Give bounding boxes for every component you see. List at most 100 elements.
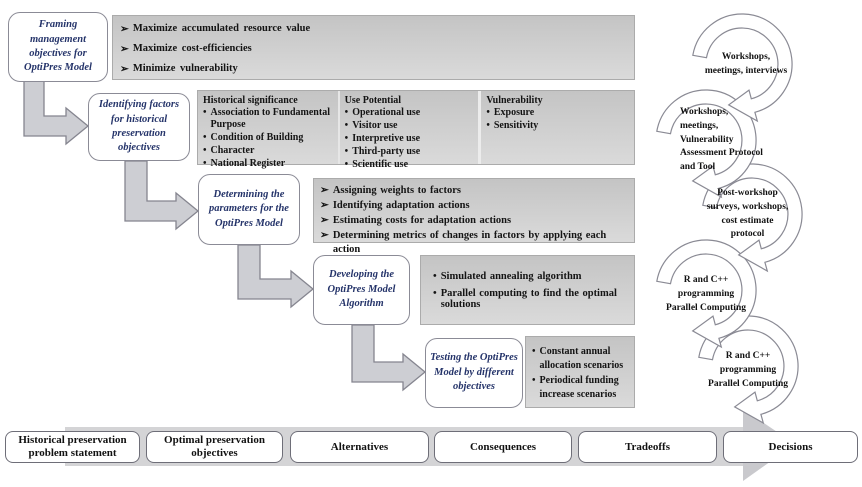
dot-bullet-icon: •	[344, 133, 349, 144]
bullet-item: •Sensitivity	[486, 120, 632, 132]
bullet-text: Sensitivity	[493, 120, 539, 131]
bullet-text: Identifying adaptation actions	[332, 200, 470, 212]
bullet-item: ➢Determining metrics of changes in facto…	[320, 229, 630, 255]
bullet-text: Estimating costs for adaptation actions	[332, 215, 512, 227]
step-label: Historical preservation problem statemen…	[18, 434, 127, 459]
bullet-text: Maximize accumulated resource value	[132, 23, 311, 34]
step-label: Alternatives	[330, 440, 389, 453]
bullet-text: Assigning weights to factors	[332, 185, 461, 196]
bullet-text: Character	[210, 145, 255, 156]
elbow-arrow-3-icon	[237, 244, 315, 309]
dot-bullet-icon: •	[203, 158, 207, 169]
step-label: Consequences	[469, 440, 536, 453]
arrow-bullet-icon: ➢	[320, 185, 329, 196]
stage-box-identifying-factors: Identifying factors for historical prese…	[88, 93, 190, 161]
arrow-bullet-icon: ➢	[320, 230, 329, 242]
bullet-text: Maximize cost-efficiencies	[132, 43, 252, 54]
bullet-text: Scientific use	[352, 159, 409, 170]
dot-bullet-icon: •	[532, 346, 536, 357]
cycle-label-post-workshop: Post-workshop surveys, workshops, cost e…	[706, 188, 789, 240]
stage-box-developing-algorithm: Developing the OptiPres Model Algorithm	[313, 255, 410, 325]
step-box-consequences: Consequences	[434, 431, 572, 463]
stage-title: Developing the OptiPres Model Algorithm	[327, 269, 396, 310]
bullet-text: Simulated annealing algorithm	[440, 271, 582, 282]
column-items: •Association to Fundamental Purpose•Cond…	[203, 107, 336, 170]
dot-bullet-icon: •	[486, 107, 490, 118]
panel-algorithm: •Simulated annealing algorithm•Parallel …	[420, 255, 635, 325]
bullet-item: •Operational use	[345, 107, 477, 119]
dot-bullet-icon: •	[344, 159, 349, 170]
elbow-arrow-1-icon	[23, 79, 90, 146]
panel-testing: •Constant annual allocation scenarios•Pe…	[525, 336, 635, 408]
step-label: Tradeoffs	[624, 440, 670, 453]
step-box-optimal-objectives: Optimal preservation objectives	[146, 431, 283, 463]
cycle-arrow-4-icon	[656, 239, 757, 349]
elbow-arrow-4-icon	[351, 324, 427, 392]
cycle-arrow-3-icon	[702, 163, 803, 273]
bullet-text: Third-party use	[352, 146, 421, 157]
arrow-bullet-icon: ➢	[320, 200, 329, 212]
cycle-label-workshops-interviews: Workshops, meetings, interviews	[704, 52, 788, 76]
dot-bullet-icon: •	[486, 120, 490, 131]
bullet-item: •Parallel computing to find the optimal …	[433, 288, 628, 310]
dot-bullet-icon: •	[203, 145, 207, 156]
arrow-bullet-icon: ➢	[120, 44, 129, 55]
bullet-item: •Interpretive use	[345, 133, 477, 145]
cycle-arrow-2-icon	[656, 89, 757, 199]
elbow-arrow-2-icon	[124, 160, 200, 231]
bullet-text: Condition of Building	[210, 132, 304, 143]
step-label: Decisions	[768, 440, 813, 453]
bullet-text: Exposure	[493, 107, 535, 118]
stage-title: Framing management objectives for OptiPr…	[24, 19, 92, 74]
bullet-text: Visitor use	[352, 120, 398, 131]
bullet-text: Constant annual allocation scenarios	[539, 346, 624, 371]
bullet-item: ➢Estimating costs for adaptation actions	[320, 214, 630, 227]
bullet-item: ➢Maximize accumulated resource value	[120, 23, 630, 35]
bullet-text: Operational use	[352, 107, 421, 118]
bullet-item: ➢Maximize cost-efficiencies	[120, 43, 630, 55]
dot-bullet-icon: •	[433, 288, 437, 299]
stage-title: Identifying factors for historical prese…	[98, 99, 180, 154]
panel-parameters: ➢Assigning weights to factors➢Identifyin…	[313, 178, 635, 255]
column-items: •Operational use•Visitor use•Interpretiv…	[345, 107, 477, 171]
dot-bullet-icon: •	[344, 107, 349, 118]
bullet-item: •Character	[203, 145, 336, 157]
stage-title: Determining the parameters for the OptiP…	[209, 188, 289, 229]
bullet-text: Association to Fundamental Purpose	[210, 107, 330, 130]
step-label: Optimal preservation objectives	[164, 434, 265, 459]
arrow-bullet-icon: ➢	[320, 215, 329, 227]
dot-bullet-icon: •	[203, 107, 207, 118]
bullet-item: •Simulated annealing algorithm	[433, 271, 628, 282]
factor-column-historical-significance: Historical significance •Association to …	[198, 91, 338, 169]
arrow-bullet-icon: ➢	[120, 24, 129, 35]
bullet-text: Periodical funding increase scenarios	[539, 375, 619, 400]
bullet-item: •Periodical funding increase scenarios	[532, 374, 632, 401]
dot-bullet-icon: •	[344, 146, 349, 157]
arrow-bullet-icon: ➢	[120, 64, 129, 75]
dot-bullet-icon: •	[203, 132, 207, 143]
cycle-label-r-cpp-2: R and C++ programming Parallel Computing	[708, 351, 788, 389]
bullet-item: •Visitor use	[345, 120, 477, 132]
column-header: Use Potential	[344, 95, 402, 106]
bullet-item: ➢Assigning weights to factors	[320, 184, 630, 197]
bullet-item: •Third-party use	[345, 146, 477, 158]
cycle-label-vulnerability-protocol: Workshops, meetings, Vulnerability Asses…	[680, 107, 763, 173]
step-box-tradeoffs: Tradeoffs	[578, 431, 717, 463]
bullet-item: •Constant annual allocation scenarios	[532, 345, 632, 372]
bullet-text: National Register	[210, 158, 286, 169]
bullet-item: ➢Minimize vulnerability	[120, 63, 630, 75]
bullet-text: Minimize vulnerability	[132, 63, 238, 74]
dot-bullet-icon: •	[433, 271, 437, 282]
bullet-item: •National Register	[203, 158, 336, 170]
bullet-text: Parallel computing to find the optimal s…	[440, 288, 617, 310]
stage-box-testing-model: Testing the OptiPres Model by different …	[425, 338, 523, 408]
bullet-item: •Scientific use	[345, 159, 477, 171]
step-box-problem-statement: Historical preservation problem statemen…	[5, 431, 140, 463]
factor-column-use-potential: Use Potential •Operational use•Visitor u…	[337, 91, 479, 170]
stage-title: Testing the OptiPres Model by different …	[430, 352, 518, 393]
bullet-item: •Association to Fundamental Purpose	[203, 107, 336, 131]
factor-column-vulnerability: Vulnerability •Exposure•Sensitivity	[478, 91, 634, 164]
bullet-item: ➢Identifying adaptation actions	[320, 199, 630, 212]
column-header: Vulnerability	[486, 95, 543, 106]
bullet-item: •Exposure	[486, 107, 632, 119]
